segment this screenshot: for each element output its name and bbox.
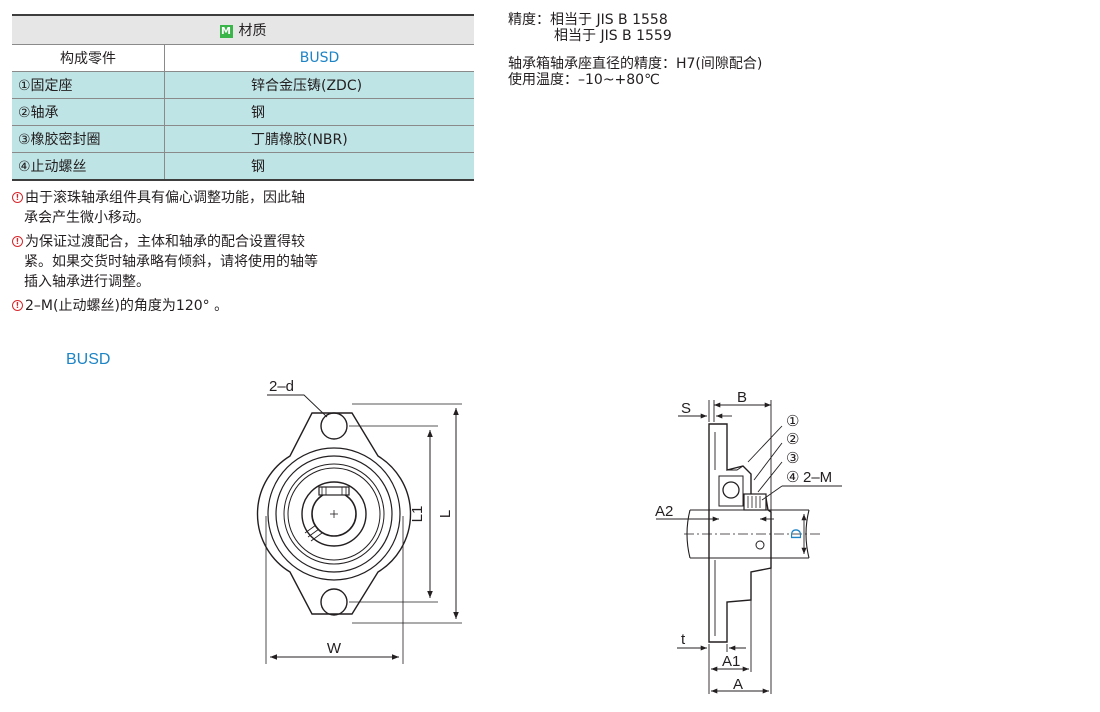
table-row: ④止动螺丝 钢 xyxy=(12,152,474,181)
material-cell: 钢 xyxy=(164,98,474,126)
notes-list: !由于滚珠轴承组件具有偏心调整功能，因此轴 承会产生微小移动。 !为保证过渡配合… xyxy=(12,188,482,320)
callout-2: ② xyxy=(786,431,799,448)
bore-precision: 轴承箱轴承座直径的精度：H7(间隙配合) xyxy=(508,56,763,72)
note-text: 为保证过渡配合，主体和轴承的配合设置得较 xyxy=(25,234,305,250)
side-dimensions xyxy=(656,400,842,694)
a2-label: A2 xyxy=(655,503,673,520)
l-label: L xyxy=(437,510,454,518)
flange-section xyxy=(708,423,772,643)
w-label: W xyxy=(327,640,342,657)
set-screw-label: 2–M xyxy=(803,469,832,486)
note-text: 由于滚珠轴承组件具有偏心调整功能，因此轴 xyxy=(25,190,305,206)
a-label: A xyxy=(733,676,743,693)
side-view xyxy=(708,423,772,643)
front-dimensions xyxy=(270,408,459,660)
material-cell: 锌合金压铸(ZDC) xyxy=(164,71,474,99)
warning-icon: ! xyxy=(12,300,23,311)
precision-line: 精度：相当于 JIS B 1558 xyxy=(508,12,762,28)
material-table-header: 构成零件 BUSD xyxy=(12,44,474,72)
bearing-ball xyxy=(722,481,740,499)
spec-block: 精度：相当于 JIS B 1558 相当于 JIS B 1559 轴承箱轴承座直… xyxy=(508,12,762,88)
l1-label: L1 xyxy=(409,506,426,523)
material-table-title: M 材质 xyxy=(12,15,474,45)
table-row: ③橡胶密封圈 丁腈橡胶(NBR) xyxy=(12,125,474,153)
operating-temperature: 使用温度：–10~+80℃ xyxy=(508,72,660,88)
front-view xyxy=(256,394,462,664)
hole-label: 2–d xyxy=(269,378,294,395)
part-cell: ④止动螺丝 xyxy=(12,152,165,181)
note-item: !为保证过渡配合，主体和轴承的配合设置得较 紧。如果交货时轴承略有倾斜，请将使用… xyxy=(12,232,482,292)
note-item: !2–M(止动螺丝)的角度为120° 。 xyxy=(12,296,482,316)
callout-4: ④ xyxy=(786,469,799,486)
note-text: 插入轴承进行调整。 xyxy=(24,274,150,290)
note-text: 紧。如果交货时轴承略有倾斜，请将使用的轴等 xyxy=(24,254,318,270)
material-table: M 材质 构成零件 BUSD ①固定座 锌合金压铸(ZDC) ②轴承 钢 ③橡胶密… xyxy=(12,14,474,181)
precision-value-1: 相当于 JIS B 1558 xyxy=(550,12,668,28)
t-label: t xyxy=(681,631,686,648)
inner-ring xyxy=(301,481,367,547)
bolt-hole-bottom xyxy=(320,588,348,616)
material-cell: 钢 xyxy=(164,152,474,181)
material-title-text: 材质 xyxy=(238,23,267,39)
note-text: 2–M(止动螺丝)的角度为120° 。 xyxy=(25,298,229,314)
precision-value-2: 相当于 JIS B 1559 xyxy=(554,28,672,44)
material-table-title-row: M 材质 xyxy=(12,15,474,45)
part-cell: ②轴承 xyxy=(12,98,165,126)
a1-label: A1 xyxy=(722,653,740,670)
callout-3: ③ xyxy=(786,450,799,467)
part-cell: ①固定座 xyxy=(12,71,165,99)
table-row: ①固定座 锌合金压铸(ZDC) xyxy=(12,71,474,99)
d-label: D xyxy=(788,528,805,539)
note-item: !由于滚珠轴承组件具有偏心调整功能，因此轴 承会产生微小移动。 xyxy=(12,188,482,228)
bolt-hole-top xyxy=(320,412,348,440)
note-text: 承会产生微小移动。 xyxy=(24,210,150,226)
material-badge-icon: M xyxy=(219,25,233,38)
part-cell: ③橡胶密封圈 xyxy=(12,125,165,153)
warning-icon: ! xyxy=(12,236,23,247)
callout-1: ① xyxy=(786,413,799,430)
header-part: 构成零件 xyxy=(12,44,165,72)
header-model: BUSD xyxy=(164,44,474,72)
material-cell: 丁腈橡胶(NBR) xyxy=(164,125,474,153)
section-title: BUSD xyxy=(66,351,111,368)
precision-label: 精度： xyxy=(508,12,550,28)
table-row: ②轴承 钢 xyxy=(12,98,474,126)
warning-icon: ! xyxy=(12,192,23,203)
b-label: B xyxy=(737,389,747,406)
s-label: S xyxy=(681,400,691,417)
